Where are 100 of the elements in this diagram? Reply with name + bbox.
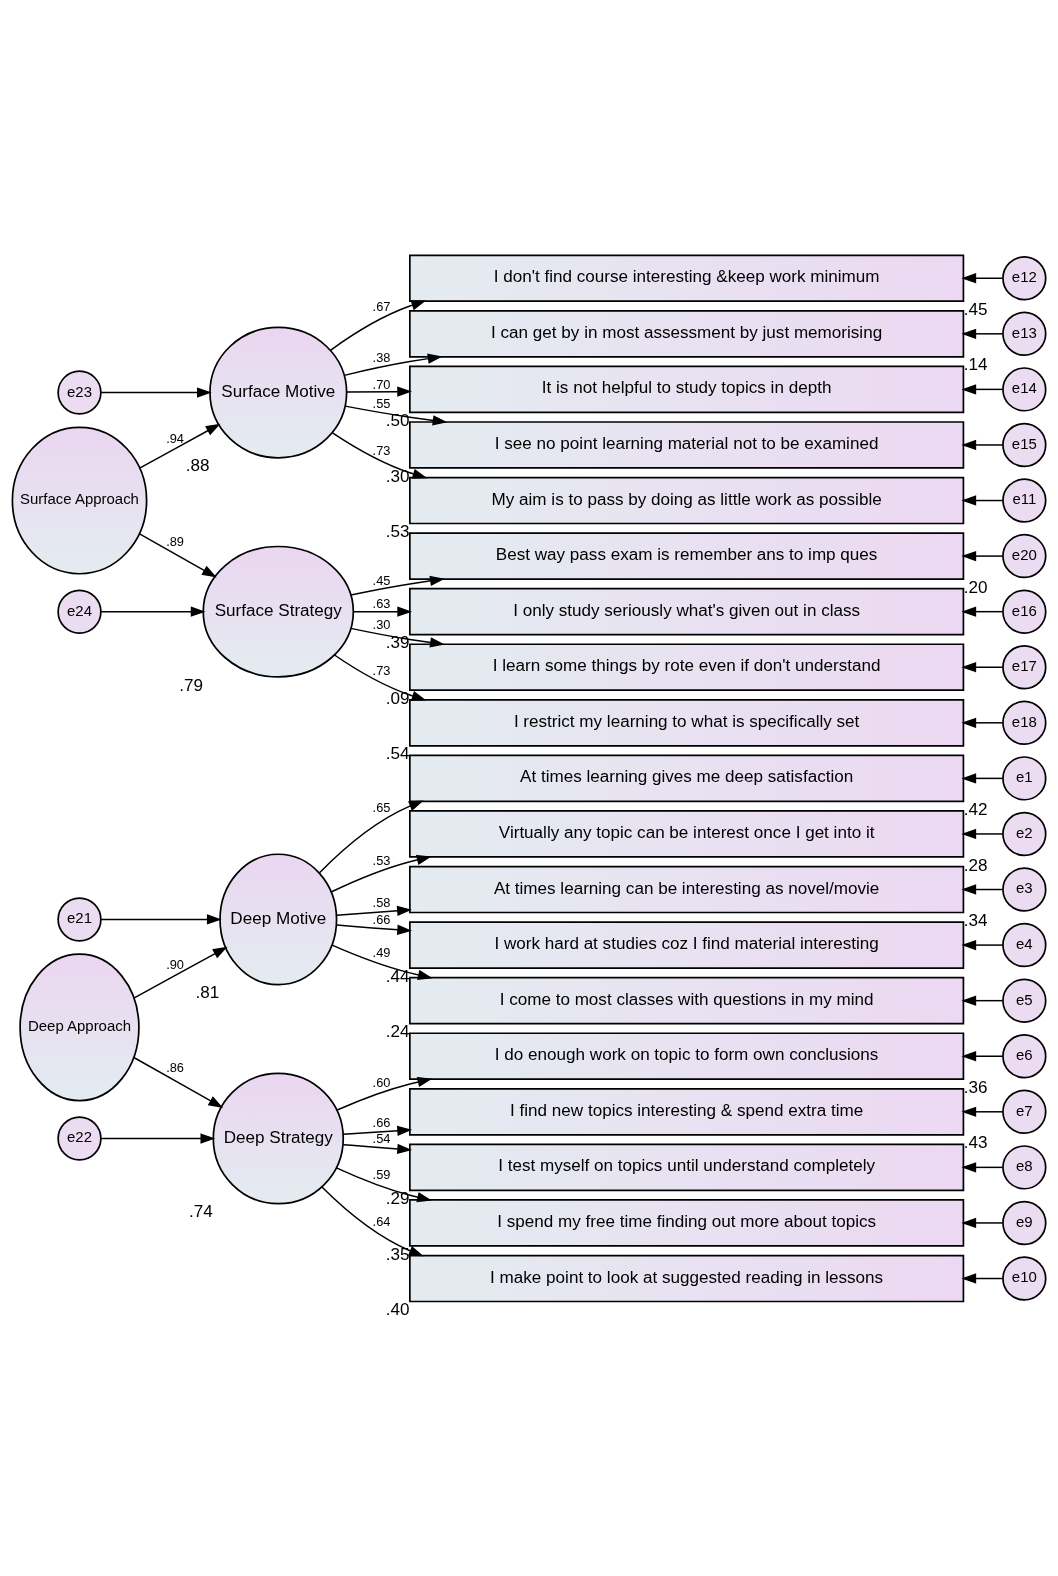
edge-label: .30 xyxy=(372,617,391,633)
arrow xyxy=(352,606,413,617)
node-circle: e1 xyxy=(1002,756,1047,801)
node-ellipse: Deep Approach xyxy=(19,953,140,1102)
node-box: I spend my free time finding out more about topics xyxy=(409,1199,965,1247)
edge-label: .53 xyxy=(372,852,391,868)
arrow xyxy=(342,1143,413,1155)
node-label: .54 xyxy=(385,744,410,764)
node-circle: e8 xyxy=(1002,1145,1047,1190)
arrow xyxy=(961,773,1004,784)
edge-label: .54 xyxy=(372,1131,391,1147)
node-circle: Deep Strategy xyxy=(212,1072,345,1205)
edge-label: .59 xyxy=(372,1166,391,1182)
node-label: .44 xyxy=(385,966,410,986)
node-label: .36 xyxy=(963,1077,988,1097)
node-label: .24 xyxy=(385,1022,410,1042)
node-box: Virtually any topic can be interest once I get into it xyxy=(409,810,965,858)
arrow xyxy=(138,533,217,578)
node-label: .20 xyxy=(963,577,988,597)
node-circle: Surface Approach xyxy=(11,426,148,575)
node-circle: e17 xyxy=(1002,645,1047,690)
edge-label: .67 xyxy=(372,298,391,314)
arrow xyxy=(333,654,427,701)
edge-label: .38 xyxy=(372,350,391,366)
edge-label: .89 xyxy=(166,534,184,550)
arrow xyxy=(961,662,1004,673)
node-label: .34 xyxy=(963,911,988,931)
edge-label: .86 xyxy=(166,1059,184,1075)
node-circle: e12 xyxy=(1002,256,1047,301)
arrow xyxy=(133,946,228,999)
arrow xyxy=(961,273,1004,284)
node-label: .35 xyxy=(385,1244,410,1264)
arrow xyxy=(321,1186,424,1257)
arrow xyxy=(335,905,412,916)
node-circle: e14 xyxy=(1002,367,1047,412)
edge-label: .63 xyxy=(372,596,391,612)
node-circle: Surface Motive xyxy=(209,326,348,459)
edge-label: .58 xyxy=(372,895,391,911)
node-circle: e4 xyxy=(1002,922,1047,968)
arrow xyxy=(961,550,1004,562)
node-circle: e6 xyxy=(1002,1034,1047,1079)
arrow xyxy=(961,1217,1004,1229)
arrow xyxy=(961,328,1004,339)
arrow xyxy=(961,884,1004,895)
node-circle: e7 xyxy=(1002,1089,1047,1135)
node-circle: e21 xyxy=(57,897,102,942)
edge-label: .90 xyxy=(166,957,184,973)
node-label: .30 xyxy=(385,466,410,486)
node-circle: e9 xyxy=(1002,1200,1047,1246)
node-label: .42 xyxy=(963,800,988,820)
node-label: .14 xyxy=(963,355,988,375)
arrow xyxy=(100,606,206,617)
arrow xyxy=(961,606,1004,617)
arrow xyxy=(346,386,412,397)
edge-label: .73 xyxy=(372,443,391,459)
arrow xyxy=(343,353,443,377)
node-box: I make point to look at suggested reading in lessons xyxy=(409,1254,965,1303)
node-label: .88 xyxy=(185,456,210,476)
arrow xyxy=(961,939,1004,951)
node-label: .81 xyxy=(195,983,220,1003)
node-label: .29 xyxy=(385,1189,410,1209)
edge-label: .66 xyxy=(372,912,391,928)
arrow xyxy=(350,627,445,648)
node-box: I don't find course interesting &keep work minimum xyxy=(409,254,965,303)
arrow xyxy=(961,1051,1004,1062)
node-box: I only study seriously what's given out in class xyxy=(409,587,965,636)
node-box: I work hard at studies coz I find material interesting xyxy=(409,921,965,969)
arrow xyxy=(335,1167,432,1203)
arrow xyxy=(961,717,1004,728)
arrow xyxy=(336,1077,433,1111)
edge-label: .49 xyxy=(372,945,391,961)
node-circle: e11 xyxy=(1002,478,1047,523)
node-circle: e10 xyxy=(1002,1256,1047,1301)
arrow xyxy=(100,1133,216,1144)
arrow xyxy=(133,1057,224,1108)
node-box: I do enough work on topic to form own conclusions xyxy=(409,1032,965,1081)
node-box: At times learning gives me deep satisfaction xyxy=(409,754,965,803)
node-box: I see no point learning material not to be examined xyxy=(409,421,965,469)
arrow xyxy=(961,828,1004,840)
arrow xyxy=(961,1162,1004,1173)
arrow xyxy=(961,384,1004,395)
arrow xyxy=(961,1273,1004,1284)
edge-label: .65 xyxy=(372,800,391,816)
arrow xyxy=(330,854,432,893)
node-label: .40 xyxy=(385,1300,410,1320)
node-box: Best way pass exam is remember ans to imp ques xyxy=(409,532,965,580)
node-circle: e15 xyxy=(1002,422,1047,468)
node-circle: e18 xyxy=(1002,700,1047,746)
edge-label: .64 xyxy=(372,1213,391,1229)
node-ellipse: Deep Motive xyxy=(219,853,338,986)
arrow xyxy=(329,300,427,352)
arrow xyxy=(139,423,221,469)
node-circle: e24 xyxy=(57,589,102,634)
node-box: I restrict my learning to what is specifically set xyxy=(409,699,965,747)
arrow xyxy=(961,1106,1004,1117)
node-circle: e22 xyxy=(57,1116,102,1161)
arrow xyxy=(331,432,428,479)
node-label: .74 xyxy=(189,1202,213,1222)
node-circle: e2 xyxy=(1002,811,1047,857)
arrow xyxy=(344,405,448,426)
